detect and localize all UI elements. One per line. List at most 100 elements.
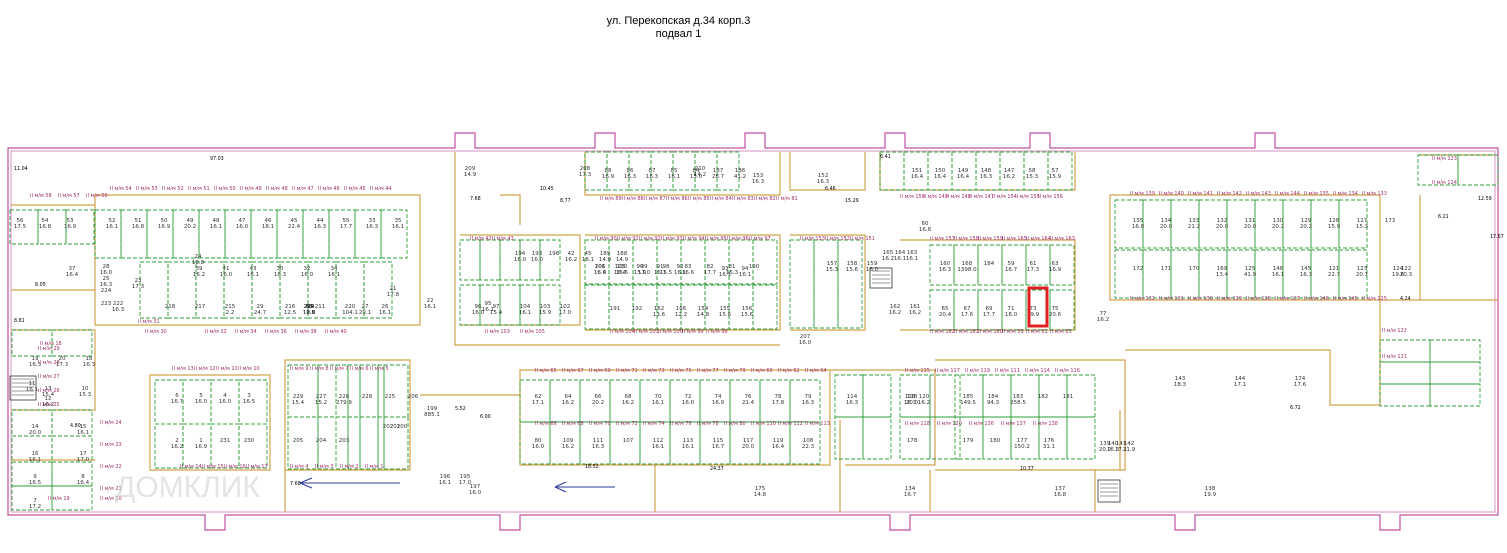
room-number: 51 [135,218,142,224]
parking-space-label: II м/м 125 [1362,296,1387,302]
room-area: 15.3 [1026,174,1039,180]
parking-space-label: II м/м 79 [724,368,746,374]
room-area: 885.1 [424,412,440,418]
room-area: 15.4 [292,400,305,406]
room-number: 36 [306,304,313,310]
room-area: 16.5 [29,480,42,486]
room-number: 75 [1052,306,1059,312]
room-area: 16.9 [195,444,208,450]
room-number: 140 [1108,441,1119,447]
room-area: 41.2 [734,174,746,180]
room-number: 229 [293,394,304,400]
parking-space-label: II м/м 71 [616,368,638,374]
room-cell [1170,249,1200,299]
room-area: 17.3 [56,362,69,368]
room-number: 152 [818,173,829,179]
room-area: 16.2 [918,400,930,406]
parking-space-label: II м/м 113 [805,421,830,427]
room-cell [9,209,39,245]
room-number: 6 [175,393,179,399]
room-number: 65 [942,306,949,312]
room-number: 103 [540,304,551,310]
room-cell [656,239,682,285]
room-number: 231 [220,438,231,444]
room-number: 98 [663,264,670,270]
room-number: 204 [316,438,327,444]
room-area: 20.4 [939,312,952,318]
room-labels: 20914.920817.321014.28816.98616.38716.38… [14,166,1413,510]
room-cell [1417,154,1459,186]
room-cell [1047,151,1073,191]
room-cell [37,209,67,245]
room-area: 16.0 [303,310,316,316]
room-area: 16.3 [802,400,815,406]
parking-space-label: II м/м 27 [38,374,60,380]
parking-space-label: II м/м 119 [965,368,990,374]
room-cell [1338,249,1368,299]
room-number: 143 [1175,376,1186,382]
parking-space-label: II м/м 12 [194,366,216,372]
room-number: 127 [1357,218,1368,224]
highlighted-unit-marker [1027,286,1049,328]
room-cell [499,284,521,326]
room-area: 16.1 [328,272,340,278]
room-cell [1142,249,1172,299]
room-area: 16.0 [531,257,544,263]
room-area: 17.6 [1294,382,1307,388]
room-number: 147 [1004,168,1015,174]
room-area: 16.0 [100,270,113,276]
room-area: 16.0 [799,340,812,346]
room-area: 16.3 [817,179,830,185]
parking-space-label: II м/м 36 [265,329,287,335]
room-area: 16.3 [592,444,605,450]
room-cell [347,364,379,418]
room-number: 62 [535,394,542,400]
room-cell [982,416,1012,460]
parking-space-label: II м/м 93 [661,236,683,242]
room-number: 156 [742,306,753,312]
room-area: 16.3 [29,362,42,368]
room-cell [11,329,53,357]
room-area: 16.3 [939,267,952,273]
room-area: 15.6 [719,312,732,318]
parking-space-label: II м/м 40 [325,329,347,335]
room-number: 132 [1217,218,1228,224]
parking-space-label: II м/м 23 [100,442,122,448]
room-area: 17.7 [983,312,996,318]
parking-space-label: II м/м 66 [535,421,557,427]
room-cell [363,261,393,319]
room-area: 16.1 [682,444,694,450]
dimension-label: 6.41 [880,154,891,160]
room-area: 258.5 [1010,400,1026,406]
room-number: 199 [427,406,438,412]
room-number: 138 [1205,486,1216,492]
room-number: 37 [69,266,76,272]
room-cell [65,209,95,245]
room-cell [834,416,864,460]
building-inner-outline [10,150,1496,513]
parking-space-label: II м/м 49 [240,186,262,192]
room-area: 16.3 [1300,272,1313,278]
room-area: 16.0 [472,310,485,316]
room-number: 187 [713,168,724,174]
room-cell [539,284,561,326]
parking-space-label: II м/м 91 [617,236,639,242]
room-area: 24.7 [254,310,267,316]
room-number: 101 [595,264,606,270]
room-area: 279.9 [336,400,352,406]
room-number: 226 [339,394,350,400]
room-cell [383,364,409,418]
dimension-label: 7.68 [470,196,481,202]
parking-space-label: II м/м 72 [616,421,638,427]
room-area: 16.0 [236,224,249,230]
parking-space-label: II м/м 156 [1038,194,1063,200]
dimension-label: 8.81 [14,318,25,324]
room-number: 115 [713,438,724,444]
room-number: 87 [649,168,656,174]
room-number: 158 [847,261,858,267]
parking-space-label: II м/м 151 [850,236,875,242]
parking-space-label: II м/м 53 [136,186,158,192]
room-area: 16.0 [682,400,695,406]
parking-space-label: II м/м 129 [1217,296,1242,302]
room-area: 104.1 [342,310,358,316]
